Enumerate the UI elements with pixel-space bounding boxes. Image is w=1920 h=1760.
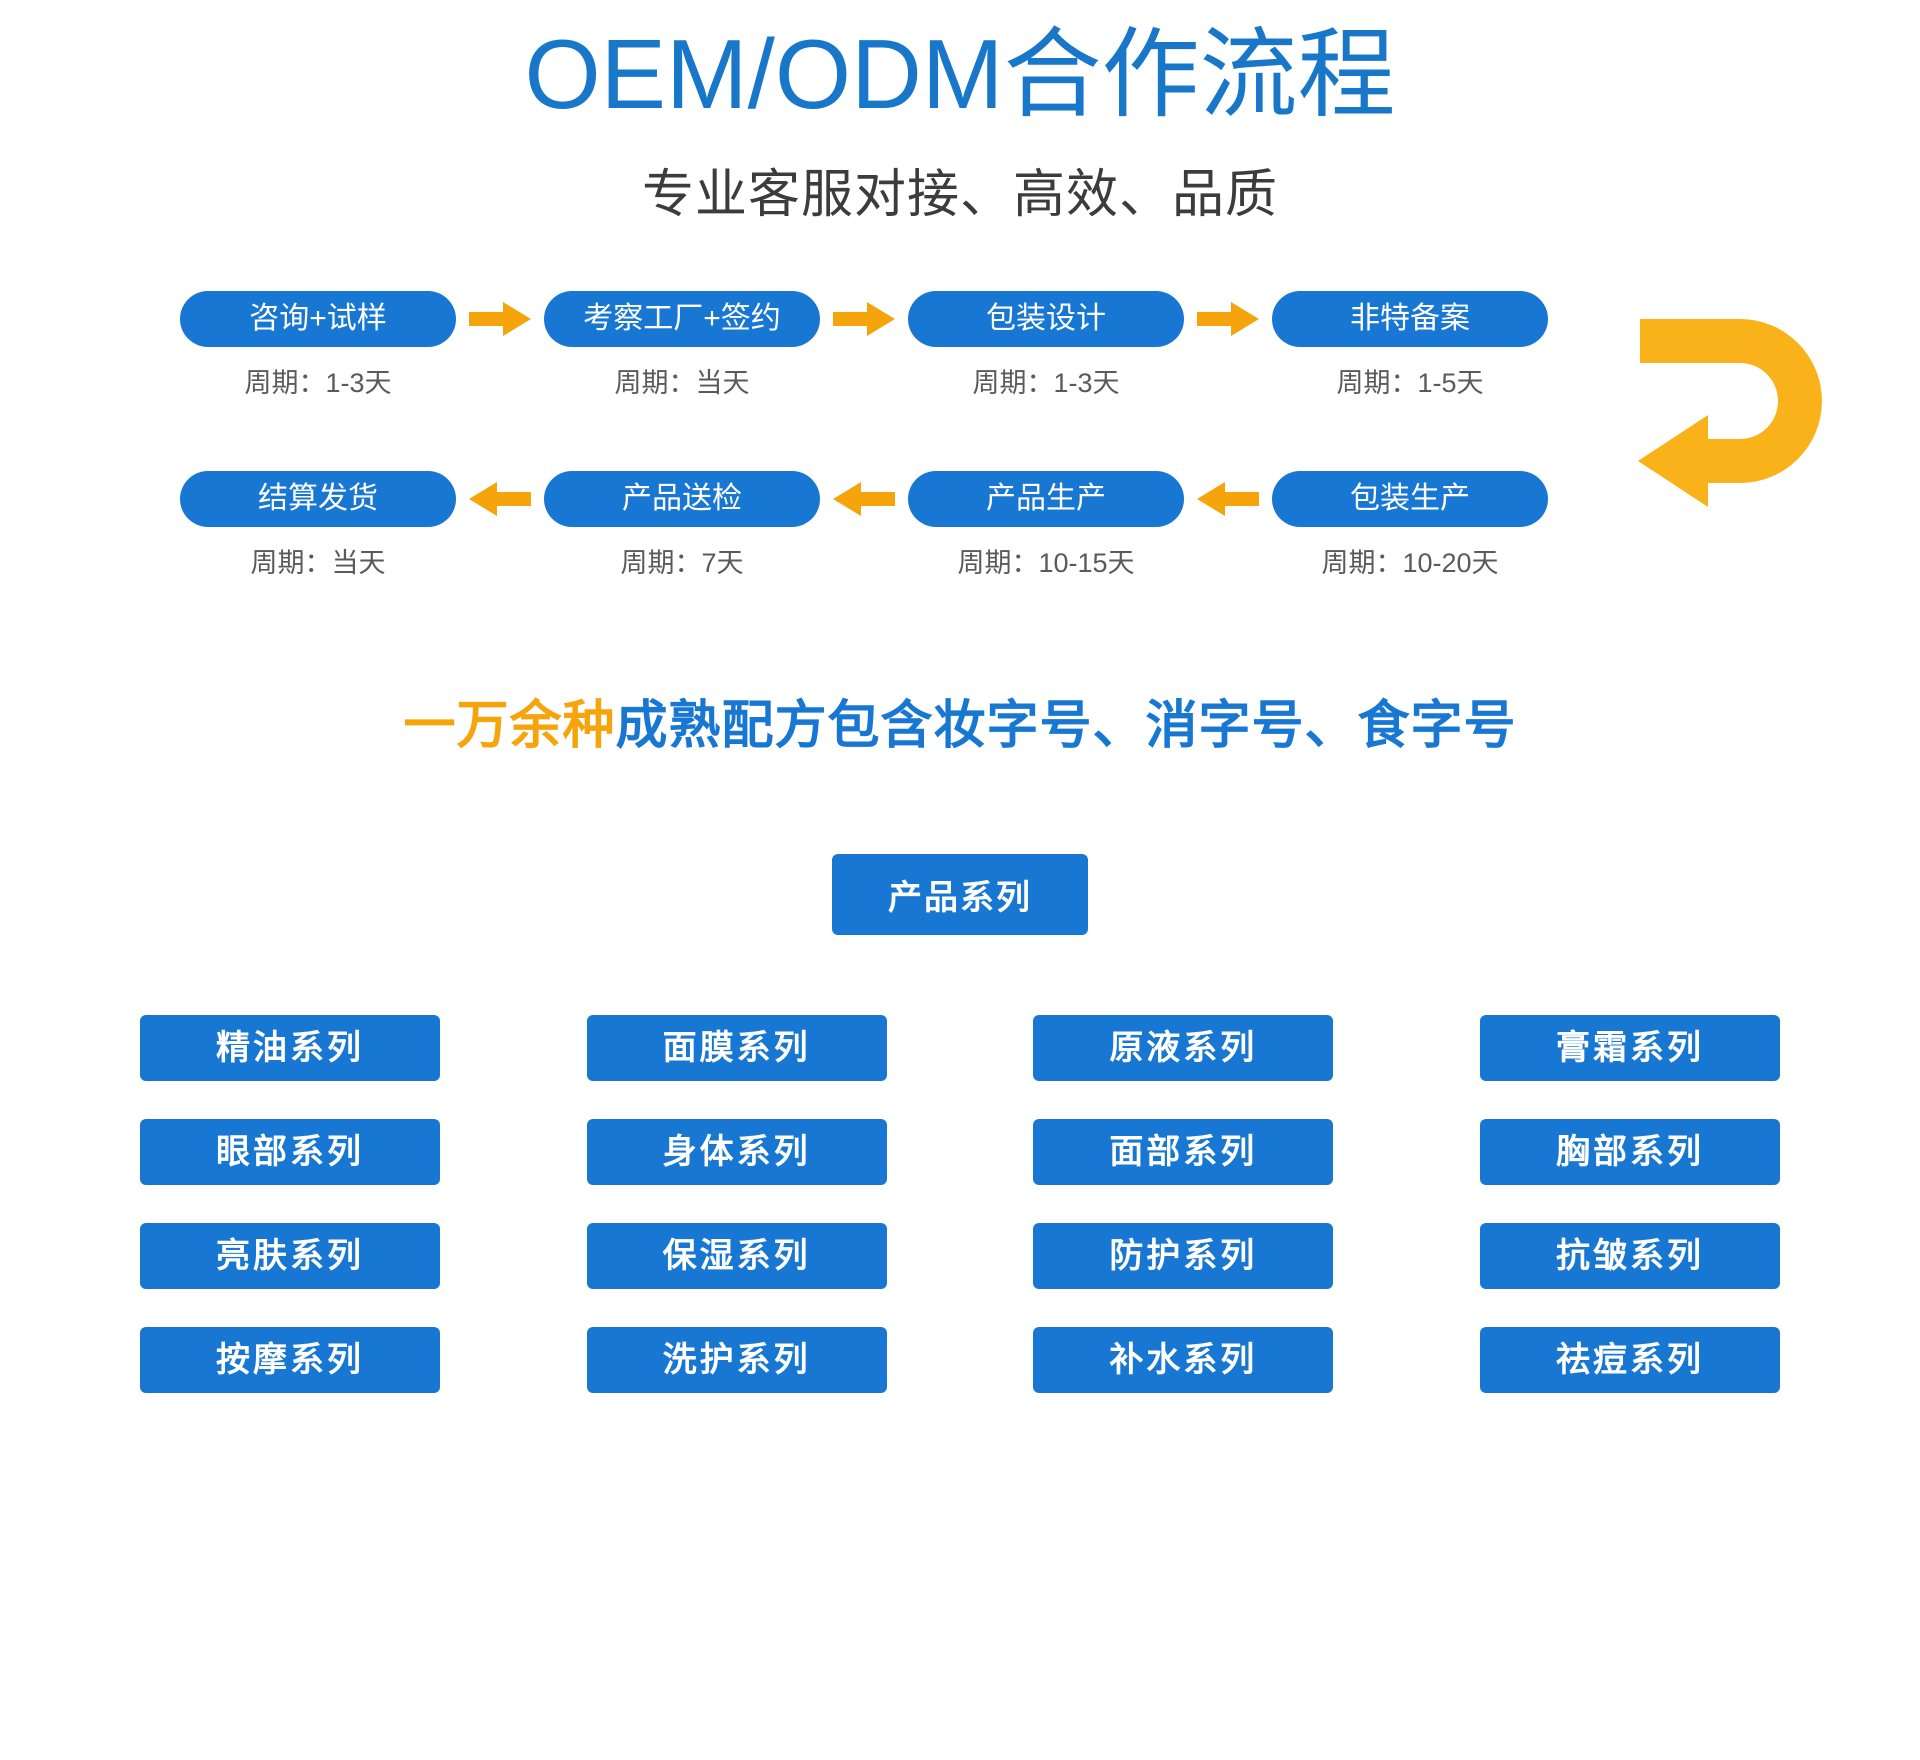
series-item-14[interactable]: 补水系列 (1033, 1326, 1334, 1393)
flow-step-5-cycle: 周期：10-20天 (1321, 547, 1499, 578)
flow-step-5[interactable]: 包装生产 周期：10-20天 (1272, 470, 1548, 580)
flow-step-6-cycle: 周期：10-15天 (957, 547, 1135, 578)
flow-step-2[interactable]: 考察工厂+签约 周期：当天 (544, 290, 820, 400)
flow-step-1-label[interactable]: 咨询+试样 (180, 290, 456, 347)
flow-row-bottom: 结算发货 周期：当天 产品送检 周期：7天 产品生产 周期：10-15天 (0, 470, 1920, 580)
series-item-10[interactable]: 防护系列 (1033, 1222, 1334, 1289)
arrow-left-icon-3 (1184, 471, 1272, 527)
flow-step-4[interactable]: 非特备案 周期：1-5天 (1272, 290, 1548, 400)
series-item-12[interactable]: 按摩系列 (140, 1326, 440, 1393)
series-item-7[interactable]: 胸部系列 (1479, 1118, 1780, 1185)
arrow-right-icon-3 (1184, 291, 1272, 347)
series-item-13[interactable]: 洗护系列 (586, 1326, 887, 1393)
flow-step-8[interactable]: 结算发货 周期：当天 (180, 470, 456, 580)
page-title: OEM/ODM合作流程 (524, 19, 1396, 129)
flow-step-4-label[interactable]: 非特备案 (1272, 290, 1548, 347)
arrow-right-icon-2 (820, 291, 908, 347)
series-item-2[interactable]: 原液系列 (1033, 1014, 1334, 1081)
flow-step-7-cycle: 周期：7天 (620, 547, 744, 578)
series-item-15[interactable]: 祛痘系列 (1479, 1326, 1780, 1393)
flow-step-7-label[interactable]: 产品送检 (544, 470, 820, 527)
flow-step-2-label[interactable]: 考察工厂+签约 (544, 290, 820, 347)
series-item-8[interactable]: 亮肤系列 (140, 1222, 440, 1289)
series-item-0[interactable]: 精油系列 (140, 1014, 440, 1081)
product-series-section: 产品系列 精油系列 面膜系列 原液系列 膏霜系列 眼部系列 身体系列 面部系列 … (0, 853, 1920, 1393)
series-item-5[interactable]: 身体系列 (586, 1118, 887, 1185)
flow-step-7[interactable]: 产品送检 周期：7天 (544, 470, 820, 580)
arrow-left-icon-2 (820, 471, 908, 527)
product-series-heading[interactable]: 产品系列 (832, 853, 1088, 935)
product-series-heading-wrap: 产品系列 (0, 853, 1920, 935)
flow-step-8-label[interactable]: 结算发货 (180, 470, 456, 527)
formula-highlight: 一万余种 (403, 696, 616, 755)
flow-step-3-label[interactable]: 包装设计 (908, 290, 1184, 347)
flow-step-6-label[interactable]: 产品生产 (908, 470, 1184, 527)
formula-headline: 一万余种成熟配方包含妆字号、消字号、食字号 (0, 683, 1920, 758)
flow-step-6[interactable]: 产品生产 周期：10-15天 (908, 470, 1184, 580)
flow-step-2-cycle: 周期：当天 (614, 367, 750, 398)
flow-step-5-label[interactable]: 包装生产 (1272, 470, 1548, 527)
series-item-6[interactable]: 面部系列 (1033, 1118, 1334, 1185)
series-item-4[interactable]: 眼部系列 (140, 1118, 440, 1185)
page-subtitle: 专业客服对接、高效、品质 (641, 165, 1278, 224)
series-item-11[interactable]: 抗皱系列 (1479, 1222, 1780, 1289)
formula-rest: 成熟配方包含妆字号、消字号、食字号 (615, 696, 1517, 755)
arrow-right-icon-1 (456, 291, 544, 347)
flow-step-1-cycle: 周期：1-3天 (244, 367, 392, 398)
flow-step-3-cycle: 周期：1-3天 (972, 367, 1120, 398)
arrow-left-icon-1 (456, 471, 544, 527)
product-series-grid: 精油系列 面膜系列 原液系列 膏霜系列 眼部系列 身体系列 面部系列 胸部系列 … (140, 1014, 1780, 1393)
flow-step-3[interactable]: 包装设计 周期：1-3天 (908, 290, 1184, 400)
flow-step-8-cycle: 周期：当天 (250, 547, 386, 578)
flow-step-1[interactable]: 咨询+试样 周期：1-3天 (180, 290, 456, 400)
series-item-3[interactable]: 膏霜系列 (1479, 1014, 1780, 1081)
series-item-9[interactable]: 保湿系列 (586, 1222, 887, 1289)
u-turn-arrow-icon (1622, 311, 1827, 526)
process-flow-diagram: 咨询+试样 周期：1-3天 考察工厂+签约 周期：当天 包装设计 周期：1-3天 (0, 290, 1920, 591)
series-item-1[interactable]: 面膜系列 (586, 1014, 887, 1081)
flow-step-4-cycle: 周期：1-5天 (1336, 367, 1484, 398)
flow-row-top: 咨询+试样 周期：1-3天 考察工厂+签约 周期：当天 包装设计 周期：1-3天 (0, 290, 1920, 400)
page-header: OEM/ODM合作流程 专业客服对接、高效、品质 (0, 0, 1920, 227)
